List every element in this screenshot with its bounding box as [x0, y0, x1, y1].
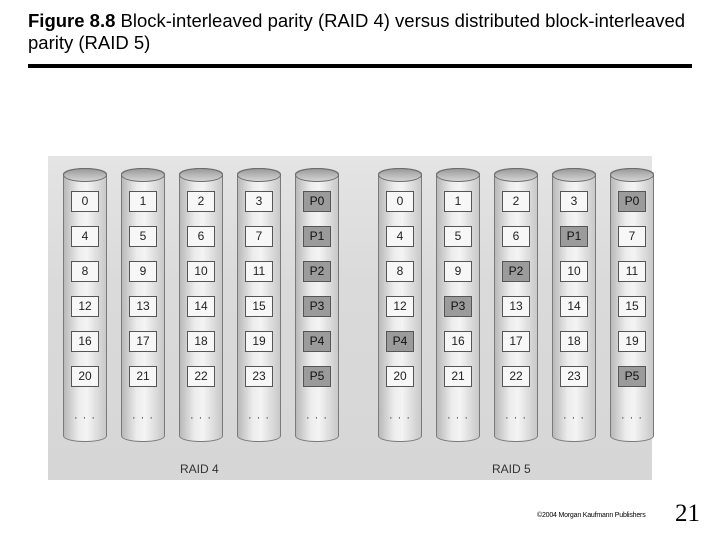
data-block: 8	[71, 261, 99, 282]
data-block: 18	[187, 331, 215, 352]
slide-number: 21	[675, 500, 700, 527]
data-block: 1	[129, 191, 157, 212]
title-underline	[28, 64, 692, 68]
continuation-dots: · · ·	[73, 412, 97, 424]
data-block: 3	[245, 191, 273, 212]
raid4-label: RAID 4	[180, 462, 219, 476]
continuation-dots: · · ·	[446, 412, 470, 424]
data-block: 23	[560, 366, 588, 387]
disk-top	[121, 168, 165, 182]
parity-block: P5	[618, 366, 646, 387]
disk-top	[237, 168, 281, 182]
data-block: 3	[560, 191, 588, 212]
continuation-dots: · · ·	[562, 412, 586, 424]
data-block: 21	[444, 366, 472, 387]
data-block: 13	[502, 296, 530, 317]
continuation-dots: · · ·	[504, 412, 528, 424]
disk-top	[494, 168, 538, 182]
data-block: 2	[502, 191, 530, 212]
data-block: 4	[71, 226, 99, 247]
data-block: 13	[129, 296, 157, 317]
data-block: 17	[502, 331, 530, 352]
data-block: 12	[386, 296, 414, 317]
data-block: 6	[502, 226, 530, 247]
copyright-notice: ©2004 Morgan Kaufmann Publishers	[537, 512, 646, 519]
data-block: 11	[245, 261, 273, 282]
slide-title: Figure 8.8 Block-interleaved parity (RAI…	[28, 10, 698, 54]
raid4-disk-2: 2 6 10 14 18 22 · · ·	[179, 168, 223, 442]
disk-top	[610, 168, 654, 182]
parity-block: P3	[444, 296, 472, 317]
data-block: 16	[71, 331, 99, 352]
data-block: 23	[245, 366, 273, 387]
parity-block: P4	[303, 331, 331, 352]
data-block: 0	[71, 191, 99, 212]
data-block: 5	[444, 226, 472, 247]
data-block: 2	[187, 191, 215, 212]
disk-top	[436, 168, 480, 182]
parity-block: P1	[303, 226, 331, 247]
parity-block: P2	[502, 261, 530, 282]
raid5-label: RAID 5	[492, 462, 531, 476]
data-block: 15	[618, 296, 646, 317]
data-block: 0	[386, 191, 414, 212]
disk-top	[552, 168, 596, 182]
figure-caption: Block-interleaved parity (RAID 4) versus…	[28, 10, 686, 53]
data-block: 10	[560, 261, 588, 282]
data-block: 10	[187, 261, 215, 282]
data-block: 19	[618, 331, 646, 352]
parity-block: P4	[386, 331, 414, 352]
figure-number: Figure 8.8	[28, 10, 116, 31]
parity-block: P3	[303, 296, 331, 317]
data-block: 6	[187, 226, 215, 247]
data-block: 19	[245, 331, 273, 352]
data-block: 14	[187, 296, 215, 317]
data-block: 12	[71, 296, 99, 317]
raid4-disk-1: 1 5 9 13 17 21 · · ·	[121, 168, 165, 442]
parity-block: P2	[303, 261, 331, 282]
data-block: 16	[444, 331, 472, 352]
data-block: 21	[129, 366, 157, 387]
parity-block: P1	[560, 226, 588, 247]
disk-top	[63, 168, 107, 182]
data-block: 17	[129, 331, 157, 352]
continuation-dots: · · ·	[189, 412, 213, 424]
data-block: 11	[618, 261, 646, 282]
raid4-disk-3: 3 7 11 15 19 23 · · ·	[237, 168, 281, 442]
data-block: 9	[444, 261, 472, 282]
data-block: 4	[386, 226, 414, 247]
data-block: 20	[386, 366, 414, 387]
raid4-disk-0: 0 4 8 12 16 20 · · ·	[63, 168, 107, 442]
continuation-dots: · · ·	[620, 412, 644, 424]
continuation-dots: · · ·	[388, 412, 412, 424]
data-block: 9	[129, 261, 157, 282]
disk-top	[179, 168, 223, 182]
data-block: 1	[444, 191, 472, 212]
data-block: 8	[386, 261, 414, 282]
parity-block: P0	[303, 191, 331, 212]
data-block: 18	[560, 331, 588, 352]
data-block: 22	[187, 366, 215, 387]
disk-top	[295, 168, 339, 182]
data-block: 15	[245, 296, 273, 317]
data-block: 5	[129, 226, 157, 247]
continuation-dots: · · ·	[305, 412, 329, 424]
parity-block: P5	[303, 366, 331, 387]
parity-block: P0	[618, 191, 646, 212]
data-block: 7	[618, 226, 646, 247]
data-block: 7	[245, 226, 273, 247]
continuation-dots: · · ·	[247, 412, 271, 424]
continuation-dots: · · ·	[131, 412, 155, 424]
data-block: 22	[502, 366, 530, 387]
data-block: 20	[71, 366, 99, 387]
disk-top	[378, 168, 422, 182]
data-block: 14	[560, 296, 588, 317]
